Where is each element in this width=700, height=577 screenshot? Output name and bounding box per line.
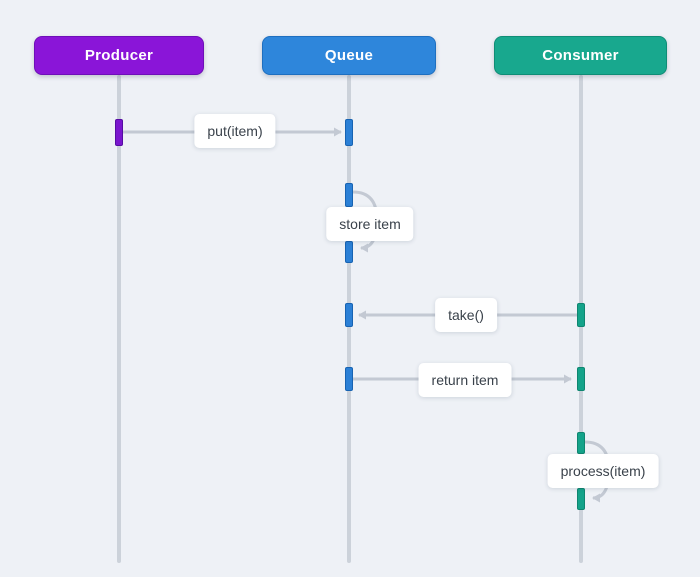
- message-label-process-item: process(item): [547, 454, 659, 488]
- activation-consumer-process-bottom: [577, 488, 585, 510]
- activation-queue-store-top: [345, 183, 353, 207]
- actor-consumer: Consumer: [494, 36, 667, 75]
- actor-consumer-label: Consumer: [542, 47, 619, 64]
- activation-consumer-take: [577, 303, 585, 327]
- activation-queue-put: [345, 119, 353, 146]
- activation-consumer-return: [577, 367, 585, 391]
- lifeline-producer: [117, 75, 121, 563]
- activation-queue-store-bottom: [345, 241, 353, 263]
- actor-producer-label: Producer: [84, 47, 154, 64]
- actor-queue: Queue: [262, 36, 436, 75]
- activation-consumer-process-top: [577, 432, 585, 454]
- message-label-put-item: put(item): [194, 114, 276, 148]
- actor-producer: Producer: [34, 36, 204, 75]
- message-label-take: take(): [435, 298, 497, 332]
- activation-queue-return: [345, 367, 353, 391]
- message-label-return-item: return item: [418, 363, 512, 397]
- activation-queue-take: [345, 303, 353, 327]
- message-label-store-item: store item: [326, 207, 414, 241]
- actor-queue-label: Queue: [324, 47, 374, 64]
- activation-producer-put: [115, 119, 123, 146]
